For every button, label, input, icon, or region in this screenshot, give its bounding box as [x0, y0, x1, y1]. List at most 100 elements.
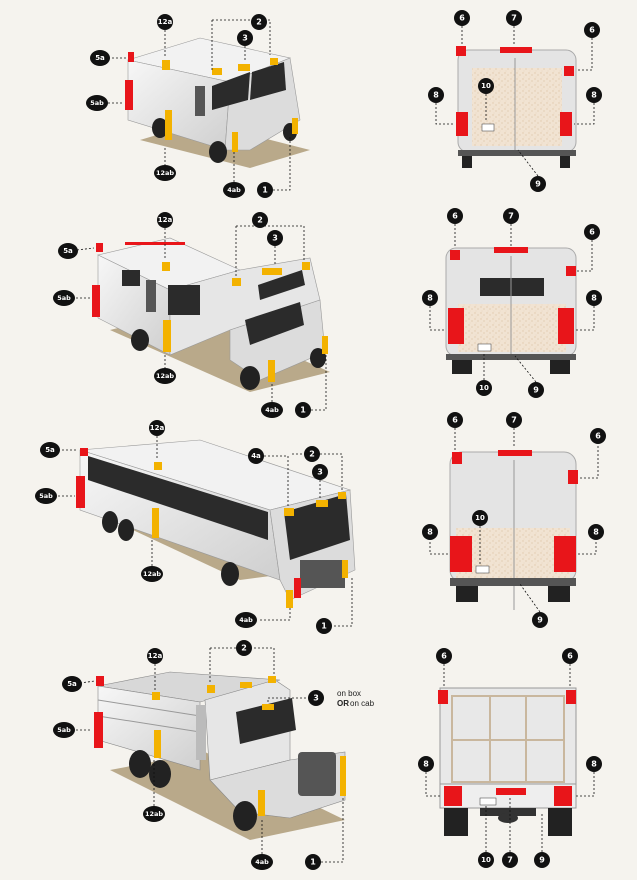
- rear-callout-6-right: 6: [562, 648, 578, 664]
- svg-text:8: 8: [427, 294, 433, 303]
- svg-text:5ab: 5ab: [90, 99, 104, 107]
- svg-text:2: 2: [257, 216, 263, 225]
- svg-text:6: 6: [567, 652, 573, 661]
- callout-12ab: 12ab: [141, 566, 163, 582]
- motorcoach-rear-view: [449, 450, 578, 610]
- svg-text:9: 9: [533, 386, 539, 395]
- svg-text:8: 8: [591, 91, 597, 100]
- rear-callout-8-left: 8: [422, 524, 438, 540]
- rear-callout-10: 10: [478, 852, 494, 868]
- svg-text:7: 7: [507, 856, 513, 865]
- svg-text:3: 3: [317, 468, 323, 477]
- dump-truck-rear-view: [438, 687, 577, 836]
- svg-text:5a: 5a: [45, 446, 55, 454]
- rear-callout-9: 9: [532, 612, 548, 628]
- svg-text:6: 6: [459, 14, 465, 23]
- svg-text:8: 8: [433, 91, 439, 100]
- callout-12ab: 12ab: [154, 165, 176, 181]
- svg-text:3: 3: [242, 34, 248, 43]
- svg-text:8: 8: [593, 528, 599, 537]
- svg-text:4ab: 4ab: [255, 858, 269, 866]
- svg-text:7: 7: [508, 212, 514, 221]
- callout-12a: 12a: [149, 420, 165, 436]
- note-or: OR: [337, 699, 349, 708]
- note-on-box-or-cab: on box OR on cab: [337, 689, 375, 708]
- rear-callout-8-left: 8: [418, 756, 434, 772]
- callout-1: 1: [257, 182, 273, 198]
- dump-truck-illustration: [94, 671, 346, 840]
- rear-callout-10: 10: [476, 380, 492, 396]
- rear-callout-7: 7: [506, 412, 522, 428]
- callout-2: 2: [251, 14, 267, 30]
- callout-1: 1: [305, 854, 321, 870]
- row-motorhome: 12a 2 3 5a 5ab 12ab 4ab 1 6 7 6 8 8 10 9: [53, 208, 602, 418]
- rear-callout-7: 7: [503, 208, 519, 224]
- callout-4ab: 4ab: [235, 612, 257, 628]
- callout-1: 1: [316, 618, 332, 634]
- callout-4ab: 4ab: [223, 182, 245, 198]
- svg-text:2: 2: [241, 644, 247, 653]
- callout-2: 2: [304, 446, 320, 462]
- motorhome-rear-view: [445, 247, 577, 374]
- svg-text:12ab: 12ab: [156, 169, 174, 177]
- callout-2: 2: [236, 640, 252, 656]
- callout-5a: 5a: [58, 243, 78, 259]
- svg-text:1: 1: [262, 186, 268, 195]
- clearance-lamp-5a: [128, 52, 134, 62]
- rear-callout-6-left: 6: [454, 10, 470, 26]
- row-step-van: 12a 2 3 5a 5ab 12ab 4ab 1 6 7 6 8 8 10 9: [86, 10, 602, 198]
- callout-3: 3: [308, 690, 324, 706]
- step-van-rear-view: [456, 46, 577, 168]
- callout-3: 3: [237, 30, 253, 46]
- svg-text:10: 10: [481, 856, 491, 864]
- callout-5a: 5a: [62, 676, 82, 692]
- callout-4ab: 4ab: [261, 402, 283, 418]
- svg-text:12a: 12a: [150, 424, 165, 432]
- svg-text:6: 6: [441, 652, 447, 661]
- callout-12a: 12a: [157, 212, 173, 228]
- svg-text:8: 8: [591, 760, 597, 769]
- svg-text:12a: 12a: [148, 652, 163, 660]
- callout-5ab: 5ab: [35, 488, 57, 504]
- motorcoach-illustration: [76, 439, 356, 608]
- svg-text:4a: 4a: [251, 452, 261, 460]
- svg-text:12a: 12a: [158, 216, 173, 224]
- svg-text:7: 7: [511, 14, 517, 23]
- rear-callout-8-right: 8: [586, 756, 602, 772]
- callout-5ab: 5ab: [53, 290, 75, 306]
- svg-text:6: 6: [452, 416, 458, 425]
- step-van-illustration: [125, 37, 310, 168]
- svg-text:8: 8: [591, 294, 597, 303]
- svg-text:9: 9: [537, 616, 543, 625]
- svg-text:5a: 5a: [63, 247, 73, 255]
- rear-callout-6-left: 6: [447, 208, 463, 224]
- svg-text:12a: 12a: [158, 18, 173, 26]
- callout-3: 3: [312, 464, 328, 480]
- rear-callout-10: 10: [472, 510, 488, 526]
- svg-text:2: 2: [256, 18, 262, 27]
- svg-text:10: 10: [479, 384, 489, 392]
- motorhome-illustration: [92, 237, 330, 392]
- svg-text:9: 9: [539, 856, 545, 865]
- row-motorcoach: 12a 4a 2 3 5a 5ab 12ab 4ab 1 6 7 6 8 8 1…: [35, 412, 606, 634]
- callout-3: 3: [267, 230, 283, 246]
- svg-text:7: 7: [511, 416, 517, 425]
- callout-12a: 12a: [157, 14, 173, 30]
- svg-text:4ab: 4ab: [239, 616, 253, 624]
- svg-text:5a: 5a: [67, 680, 77, 688]
- svg-text:6: 6: [452, 212, 458, 221]
- svg-text:1: 1: [300, 406, 306, 415]
- svg-text:10: 10: [481, 82, 491, 90]
- svg-text:1: 1: [321, 622, 327, 631]
- callout-4a: 4a: [248, 448, 264, 464]
- svg-text:3: 3: [313, 694, 319, 703]
- svg-text:2: 2: [309, 450, 315, 459]
- rear-callout-8-right: 8: [588, 524, 604, 540]
- svg-text:9: 9: [535, 180, 541, 189]
- svg-text:5ab: 5ab: [39, 492, 53, 500]
- rear-callout-6-right: 6: [584, 224, 600, 240]
- rear-callout-9: 9: [530, 176, 546, 192]
- svg-text:1: 1: [310, 858, 316, 867]
- side-marker-5ab: [125, 80, 133, 110]
